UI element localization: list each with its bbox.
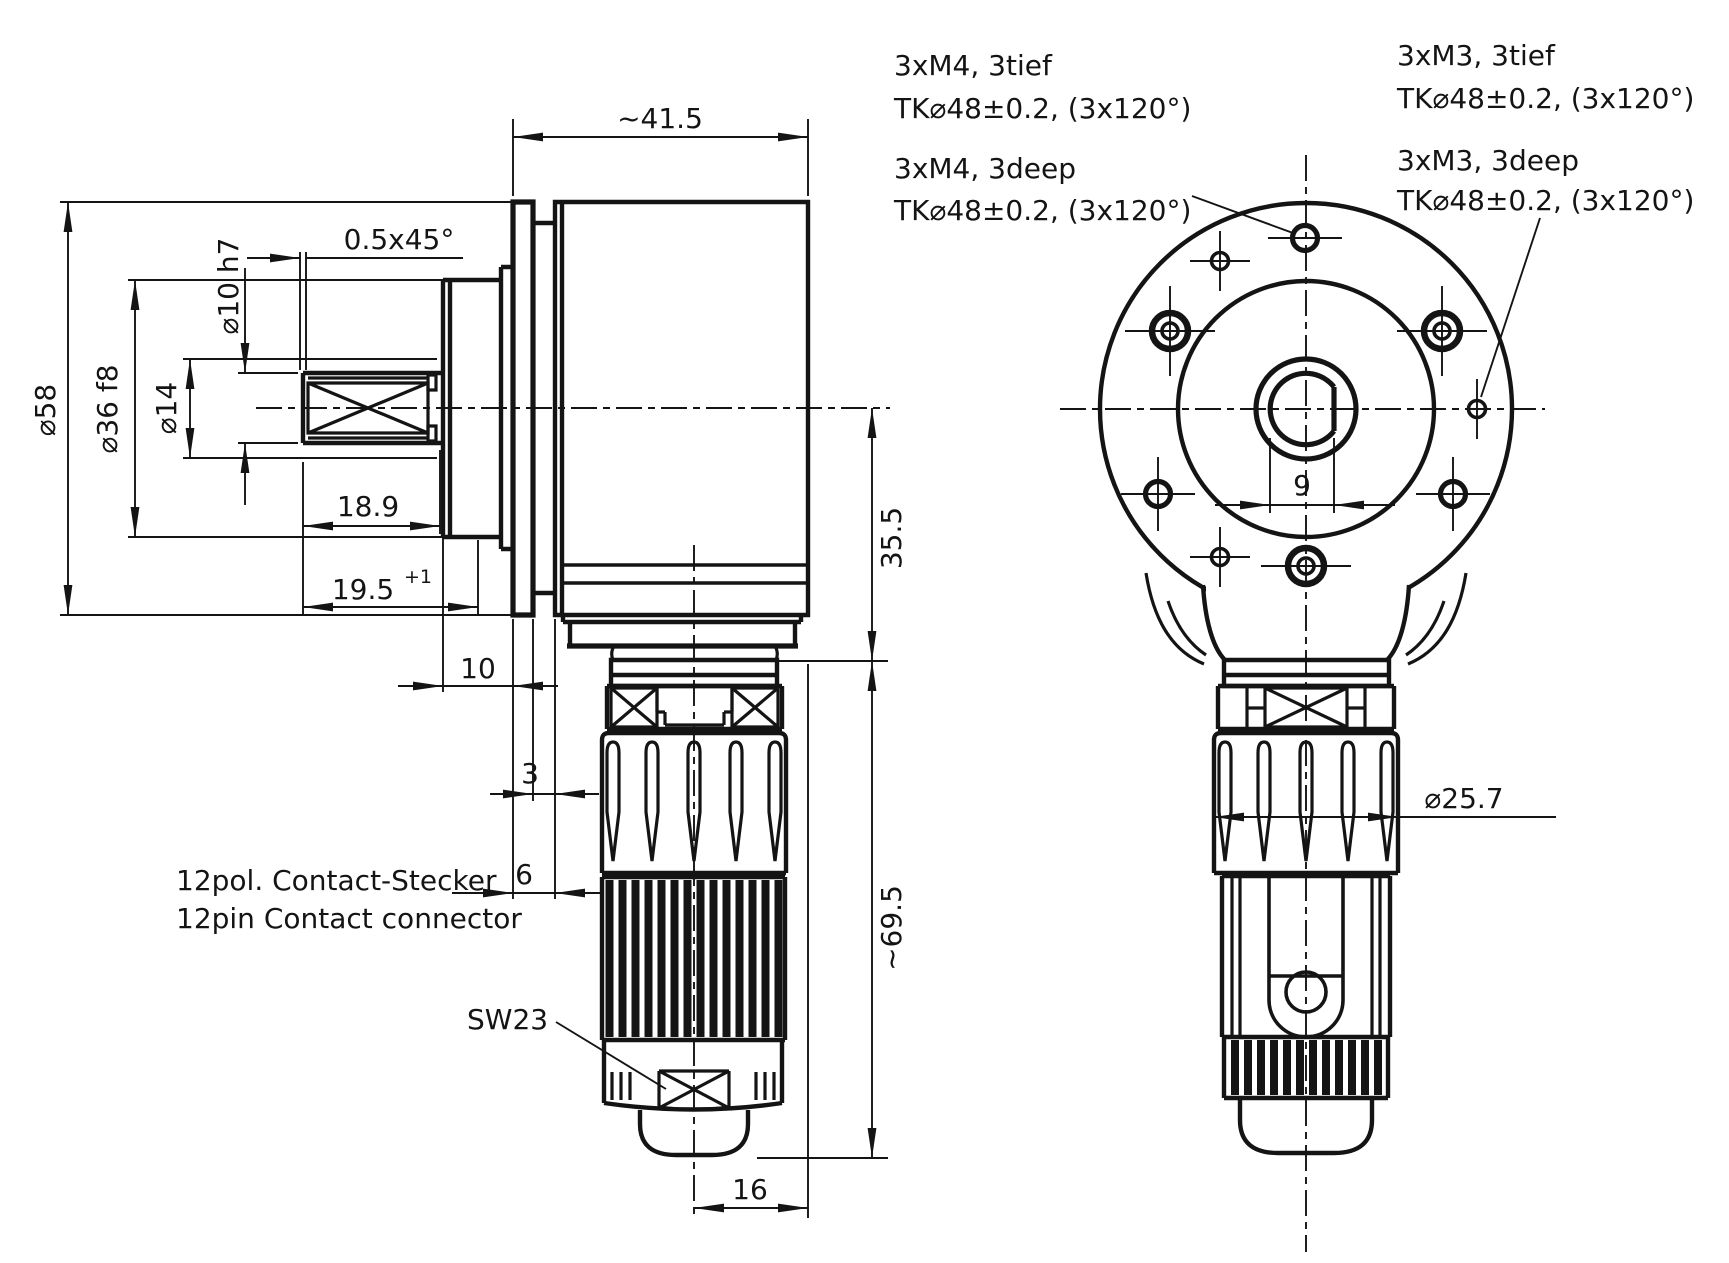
- callout-m4-tief-line1: 3xM4, 3tief: [894, 49, 1053, 82]
- callout-m4-tief: 3xM4, 3tief TK⌀48±0.2, (3x120°): [893, 49, 1191, 125]
- leader-wrench: [555, 1021, 667, 1090]
- grip-flute: [1217, 740, 1233, 862]
- housing-lobes: [1144, 572, 1468, 666]
- clamp-bands: [308, 376, 428, 440]
- dim-label-axis-to-base: 35.5: [875, 507, 908, 569]
- dim-label-pilot-length: 6: [515, 858, 533, 891]
- grip-flute: [1379, 740, 1395, 862]
- dim-mounting-depth: 10: [398, 460, 558, 899]
- callout-m3-deep: 3xM3, 3deep TK⌀48±0.2, (3x120°): [1396, 144, 1694, 398]
- dim-shaft-diameter: ⌀10 h7: [212, 238, 298, 505]
- collar-xbox-right: [730, 686, 780, 729]
- grip-flute: [605, 740, 621, 862]
- callout-m3-deep-line1: 3xM3, 3deep: [1397, 144, 1579, 177]
- grip-flute: [644, 740, 660, 862]
- collar-steps-front: [1245, 688, 1367, 727]
- dim-label-shaft-diameter: ⌀10 h7: [212, 238, 245, 335]
- body-lower-step: [560, 615, 804, 646]
- dim-pilot-length: 6: [452, 858, 601, 898]
- centerlines: [256, 155, 1545, 1252]
- dim-label-shaft-length: 19.5: [332, 573, 394, 606]
- dim-label-pilot-diameter: ⌀36 f8: [91, 364, 124, 453]
- gland-edges-front: [1230, 876, 1382, 1037]
- grip-flute: [767, 740, 783, 862]
- housing: [510, 199, 811, 649]
- nut-band-front: [1221, 1037, 1391, 1101]
- dim-flange-thickness: 3: [490, 619, 599, 899]
- collar-front: [1215, 683, 1397, 732]
- grip-flute: [728, 740, 744, 862]
- dim-shaft-length: 19.5 +1: [303, 540, 479, 614]
- dim-axis-to-base: 35.5: [760, 408, 908, 662]
- dim-connector-diameter: ⌀25.7: [1214, 782, 1556, 822]
- lobe-right: [1405, 572, 1468, 666]
- dim-label-flange-thickness: 3: [521, 757, 539, 790]
- callout-m3-tief: 3xM3, 3tief TK⌀48±0.2, (3x120°): [1396, 39, 1694, 115]
- collar-side: [604, 683, 785, 732]
- lobe-left: [1144, 572, 1207, 666]
- dim-pilot-diameter: ⌀36 f8: [91, 279, 443, 538]
- dim-label-connector-offset: 16: [732, 1173, 768, 1206]
- dim-shaft-flat: 9: [1215, 438, 1395, 513]
- flange-groove: [533, 220, 555, 596]
- leader-m4-deep: [1191, 195, 1294, 234]
- gland-knurl-side: [605, 880, 783, 1037]
- dim-shaft-usable-length: 18.9: [302, 450, 441, 614]
- callout-m3-tief-line2: TK⌀48±0.2, (3x120°): [1396, 82, 1694, 115]
- callout-wrench-size: SW23: [467, 1003, 548, 1036]
- collar-xbox-left: [609, 686, 659, 729]
- dim-label-flange-diameter: ⌀58: [29, 384, 62, 437]
- callout-m3-tief-line1: 3xM3, 3tief: [1397, 39, 1556, 72]
- callout-m4-deep-line2: TK⌀48±0.2, (3x120°): [893, 194, 1191, 227]
- leader-m3-deep: [1480, 217, 1541, 398]
- callouts: 3xM4, 3tief TK⌀48±0.2, (3x120°) 3xM4, 3d…: [176, 39, 1694, 1090]
- dim-connector-offset: 16: [694, 664, 809, 1218]
- nut-ticks: [610, 1072, 776, 1100]
- callout-plug-de: 12pol. Contact-Stecker: [176, 864, 497, 897]
- dim-label-shaft-flat: 9: [1293, 469, 1311, 502]
- dim-connector-length: ~69.5: [757, 661, 908, 1159]
- collar-latch: [655, 688, 734, 727]
- callout-wrench: SW23: [467, 1003, 667, 1090]
- dim-housing-length: ~41.5: [512, 102, 809, 196]
- dim-label-shaft-usable-length: 18.9: [337, 490, 399, 523]
- dim-label-connector-diameter: ⌀25.7: [1424, 782, 1503, 815]
- dim-shaft-chamfer: 0.5x45°: [247, 223, 463, 370]
- dim-label-shaft-length-tol: +1: [404, 566, 432, 588]
- dim-clamp-diameter: ⌀14: [150, 358, 437, 459]
- dim-label-connector-length: ~69.5: [875, 885, 908, 971]
- dim-label-housing-length: ~41.5: [617, 102, 703, 135]
- nut-knurl-front: [1231, 1040, 1382, 1095]
- dim-label-clamp-diameter: ⌀14: [150, 382, 183, 435]
- grip-flute: [1256, 740, 1272, 862]
- callout-plug-en: 12pin Contact connector: [176, 902, 522, 935]
- mounting-holes: [1121, 222, 1490, 588]
- callout-m4-deep-line1: 3xM4, 3deep: [894, 152, 1076, 185]
- mounting-flange: [510, 199, 536, 618]
- grip-flute: [1340, 740, 1356, 862]
- neck-front: [1200, 584, 1412, 663]
- dim-label-mounting-depth: 10: [460, 652, 496, 685]
- callout-connector: 12pol. Contact-Stecker 12pin Contact con…: [176, 864, 522, 935]
- hole-crosshairs: [1121, 231, 1490, 587]
- callout-m4-deep: 3xM4, 3deep TK⌀48±0.2, (3x120°): [893, 152, 1294, 234]
- dim-label-shaft-chamfer: 0.5x45°: [344, 223, 455, 256]
- callout-m4-tief-line2: TK⌀48±0.2, (3x120°): [893, 92, 1191, 125]
- clamp-end-tabs: [426, 373, 438, 443]
- dim-flange-diameter: ⌀58: [29, 201, 513, 616]
- dimensions: ⌀58 ⌀36 f8 ⌀14 ⌀10 h7 0.5x45°: [29, 102, 1556, 1218]
- callout-m3-deep-line2: TK⌀48±0.2, (3x120°): [1396, 184, 1694, 217]
- body-grooves: [562, 563, 808, 585]
